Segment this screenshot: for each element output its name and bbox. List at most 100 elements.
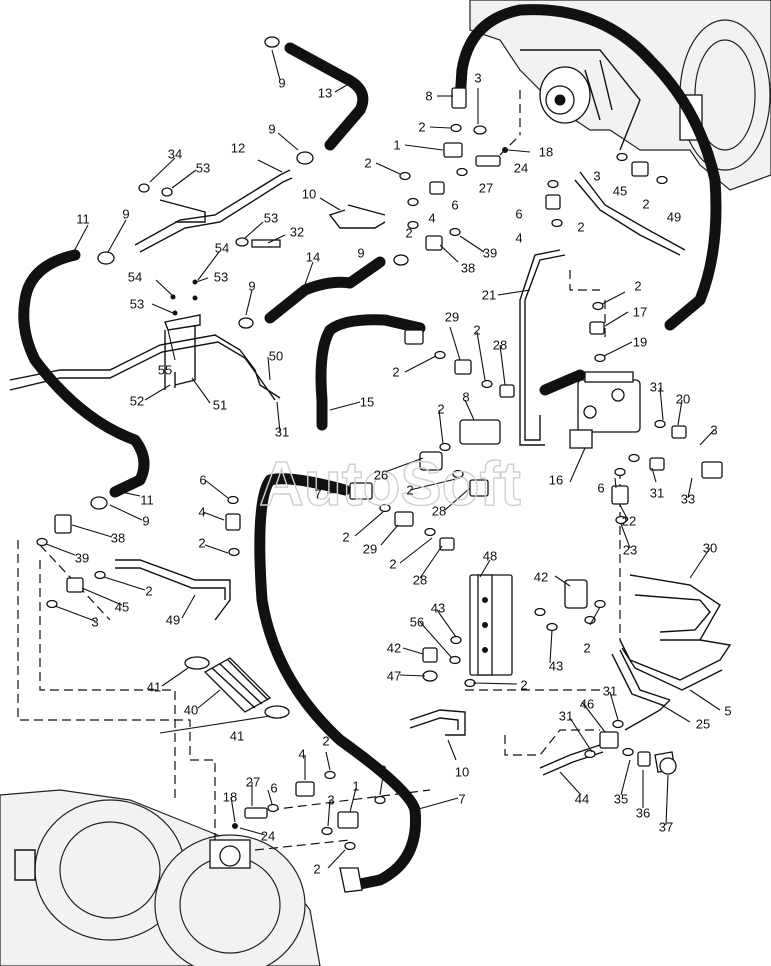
callout-9: 9 — [142, 514, 149, 529]
callout-54: 54 — [215, 241, 229, 256]
callout-2: 2 — [577, 220, 584, 235]
callout-9: 9 — [122, 207, 129, 222]
bracket-55 — [164, 314, 201, 331]
callout-53: 53 — [130, 297, 144, 312]
callout-36: 36 — [636, 806, 650, 821]
callout-2: 2 — [520, 678, 527, 693]
callout-13: 13 — [318, 86, 332, 101]
callout-47: 47 — [387, 669, 401, 684]
callout-28: 28 — [413, 573, 427, 588]
callout-2: 2 — [322, 734, 329, 749]
callout-29: 29 — [445, 310, 459, 325]
hose-8-top — [454, 4, 722, 331]
hose-14 — [264, 256, 386, 324]
callout-27: 27 — [479, 181, 493, 196]
hose-13 — [284, 42, 369, 151]
callout-28: 28 — [432, 504, 446, 519]
callout-4: 4 — [198, 505, 205, 520]
callout-2: 2 — [642, 197, 649, 212]
callout-4: 4 — [428, 211, 435, 226]
callout-35: 35 — [614, 792, 628, 807]
tube-25 — [611, 649, 671, 707]
callout-8: 8 — [425, 89, 432, 104]
upper-axle-housing — [469, 0, 771, 191]
callout-45: 45 — [115, 600, 129, 615]
callout-2: 2 — [406, 483, 413, 498]
callout-1: 1 — [352, 779, 359, 794]
callout-14: 14 — [306, 250, 320, 265]
callout-9: 9 — [278, 76, 285, 91]
callout-42: 42 — [387, 641, 401, 656]
callout-40: 40 — [184, 703, 198, 718]
tube-30 — [629, 574, 721, 641]
callout-31: 31 — [559, 709, 573, 724]
callout-41: 41 — [147, 680, 161, 695]
tube-21 — [519, 249, 566, 446]
bracket-stand — [164, 325, 196, 390]
callout-54: 54 — [128, 270, 142, 285]
callout-44: 44 — [575, 792, 589, 807]
callout-2: 2 — [634, 279, 641, 294]
callout-2: 2 — [379, 763, 386, 778]
hose-block — [539, 369, 586, 396]
callout-24: 24 — [261, 829, 275, 844]
callout-2: 2 — [389, 557, 396, 572]
callout-3: 3 — [474, 71, 481, 86]
callout-17: 17 — [633, 305, 647, 320]
callout-53: 53 — [214, 270, 228, 285]
callout-31: 31 — [650, 380, 664, 395]
callout-20: 20 — [676, 392, 690, 407]
callout-labels: 9 13 8 3 2 1 18 24 27 9 12 34 53 2 10 4 … — [75, 71, 732, 877]
tube-31-46 — [624, 699, 671, 731]
callout-4: 4 — [515, 231, 522, 246]
callout-2: 2 — [405, 226, 412, 241]
callout-7: 7 — [458, 792, 465, 807]
callout-18: 18 — [539, 145, 553, 160]
callout-6: 6 — [270, 781, 277, 796]
tube-10b — [409, 709, 466, 736]
callout-2: 2 — [418, 120, 425, 135]
callout-46: 46 — [580, 697, 594, 712]
callout-15: 15 — [360, 395, 374, 410]
callout-2: 2 — [313, 862, 320, 877]
callout-39: 39 — [483, 246, 497, 261]
callout-26: 26 — [374, 468, 388, 483]
callout-2: 2 — [473, 323, 480, 338]
callout-55: 55 — [158, 363, 172, 378]
callout-27: 27 — [246, 775, 260, 790]
callout-53: 53 — [196, 161, 210, 176]
callout-21: 21 — [482, 288, 496, 303]
callout-3: 3 — [710, 423, 717, 438]
callout-3: 3 — [593, 169, 600, 184]
callout-37: 37 — [659, 820, 673, 835]
callout-51: 51 — [213, 398, 227, 413]
leader-lines — [45, 49, 721, 869]
callout-48: 48 — [483, 549, 497, 564]
callout-9: 9 — [357, 246, 364, 261]
callout-29: 29 — [363, 542, 377, 557]
callout-6: 6 — [451, 198, 458, 213]
callout-32: 32 — [290, 225, 304, 240]
hose-15 — [315, 314, 426, 431]
lower-axle-housing — [0, 789, 321, 966]
callout-9: 9 — [268, 122, 275, 137]
callout-19: 19 — [633, 335, 647, 350]
callout-23: 23 — [623, 543, 637, 558]
callout-16: 16 — [549, 473, 563, 488]
callout-50: 50 — [269, 349, 283, 364]
callout-3: 3 — [91, 615, 98, 630]
callout-49: 49 — [166, 613, 180, 628]
callout-2: 2 — [145, 584, 152, 599]
callout-31: 31 — [603, 684, 617, 699]
callout-25: 25 — [696, 717, 710, 732]
callout-6: 6 — [597, 481, 604, 496]
callout-6: 6 — [199, 473, 206, 488]
callout-41: 41 — [230, 729, 244, 744]
callout-53: 53 — [264, 211, 278, 226]
callout-22: 22 — [622, 514, 636, 529]
callout-45: 45 — [613, 184, 627, 199]
callout-18: 18 — [223, 790, 237, 805]
hose-11 — [18, 249, 150, 498]
callout-43: 43 — [549, 659, 563, 674]
hoses — [18, 4, 722, 891]
